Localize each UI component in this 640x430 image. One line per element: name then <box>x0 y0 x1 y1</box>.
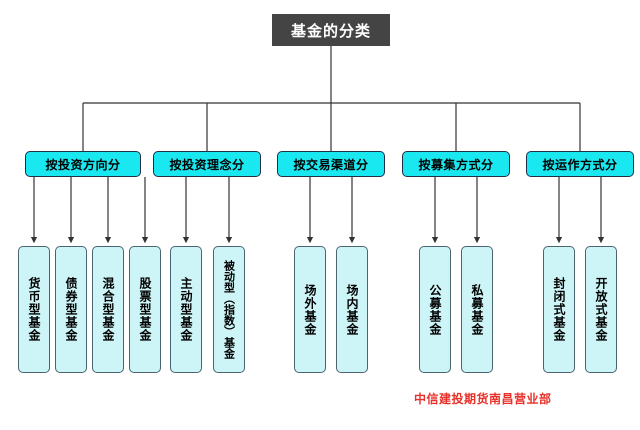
leaf-box-closed-end-fund[interactable]: 封闭式基金 <box>543 246 575 373</box>
leaf-label: 场外基金 <box>303 283 317 336</box>
leaf-label: 被动型（指数）基金 <box>222 260 236 359</box>
leaf-box-money-market-fund[interactable]: 货币型基金 <box>18 246 50 373</box>
leaf-box-bond-fund[interactable]: 债券型基金 <box>55 246 87 373</box>
leaf-box-open-end-fund[interactable]: 开放式基金 <box>585 246 617 373</box>
leaf-label: 主动型基金 <box>179 277 193 342</box>
root-title-box: 基金的分类 <box>272 14 390 46</box>
leaf-label: 货币型基金 <box>27 277 41 342</box>
leaf-box-passive-index-fund[interactable]: 被动型（指数）基金 <box>213 246 245 373</box>
category-box-trading-channel[interactable]: 按交易渠道分 <box>277 151 385 177</box>
footer-branch-note: 中信建投期货南昌营业部 <box>414 392 552 406</box>
leaf-label: 私募基金 <box>470 283 484 336</box>
leaf-box-otc-fund[interactable]: 场外基金 <box>294 246 326 373</box>
leaf-label: 债券型基金 <box>64 277 78 342</box>
leaf-label: 场内基金 <box>345 283 359 336</box>
leaf-label: 封闭式基金 <box>552 277 566 342</box>
category-box-investment-philosophy[interactable]: 按投资理念分 <box>153 151 261 177</box>
leaf-box-active-fund[interactable]: 主动型基金 <box>170 246 202 373</box>
leaf-label: 开放式基金 <box>594 277 608 342</box>
leaf-box-exchange-traded-fund[interactable]: 场内基金 <box>336 246 368 373</box>
leaf-label: 混合型基金 <box>101 277 115 342</box>
leaf-box-public-fund[interactable]: 公募基金 <box>419 246 451 373</box>
leaf-box-private-fund[interactable]: 私募基金 <box>461 246 493 373</box>
category-box-investment-direction[interactable]: 按投资方向分 <box>25 151 141 177</box>
category-box-operation-method[interactable]: 按运作方式分 <box>526 151 634 177</box>
leaf-label: 股票型基金 <box>138 277 152 342</box>
category-box-raising-method[interactable]: 按募集方式分 <box>402 151 510 177</box>
leaf-box-hybrid-fund[interactable]: 混合型基金 <box>92 246 124 373</box>
leaf-box-equity-fund[interactable]: 股票型基金 <box>129 246 161 373</box>
leaf-label: 公募基金 <box>428 283 442 336</box>
